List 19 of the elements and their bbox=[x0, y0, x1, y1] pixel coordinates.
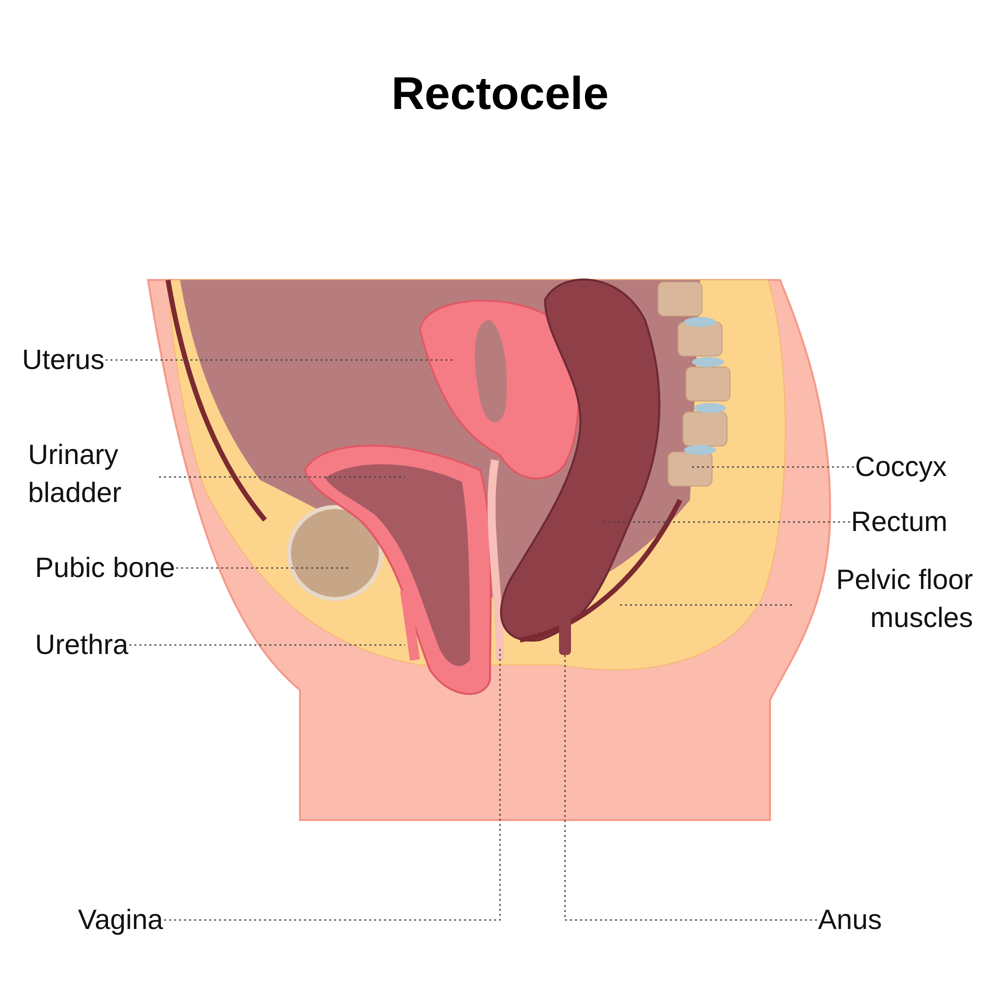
leader-line bbox=[620, 604, 792, 606]
part-label: Urinary bladder bbox=[28, 436, 158, 512]
leader-line bbox=[600, 521, 850, 523]
part-label: Urethra bbox=[35, 626, 128, 664]
leader-line bbox=[129, 644, 405, 646]
leader-line bbox=[690, 466, 854, 468]
leader-line bbox=[564, 652, 817, 921]
part-label: Rectum bbox=[851, 503, 948, 541]
leader-line bbox=[159, 476, 405, 478]
part-label: Anus bbox=[818, 901, 882, 939]
part-label: Coccyx bbox=[855, 448, 947, 486]
leader-line bbox=[105, 359, 455, 361]
part-label: Pelvic floor muscles bbox=[793, 561, 973, 637]
part-label: Vagina bbox=[78, 901, 164, 939]
leader-line bbox=[176, 567, 350, 569]
part-label: Pubic bone bbox=[35, 549, 176, 587]
leader-line bbox=[164, 648, 501, 921]
part-label: Uterus bbox=[22, 341, 104, 379]
diagram-title: Rectocele bbox=[390, 66, 610, 120]
